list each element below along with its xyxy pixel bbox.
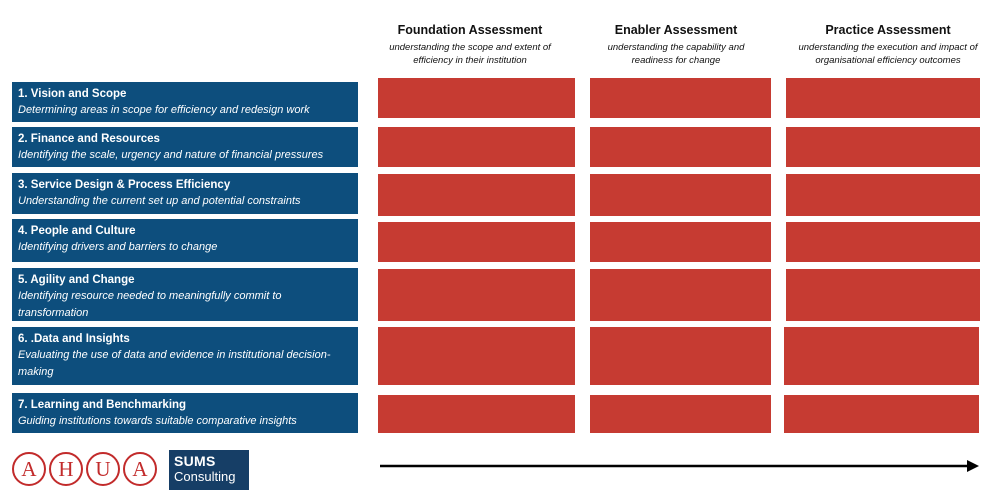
cell-data-enabler [590,327,771,385]
cell-finance-practice [786,127,980,167]
row-title: 3. Service Design & Process Efficiency [18,179,231,191]
cell-service-enabler [590,174,771,216]
sums-logo-line1: SUMS [174,453,216,469]
cell-service-practice [786,174,980,216]
row-title: 6. .Data and Insights [18,333,130,345]
column-subtitle: understanding the capability and readine… [607,42,745,66]
column-subtitle: understanding the scope and extent of ef… [389,42,551,66]
row-label-data-insights: 6. .Data and Insights Evaluating the use… [12,327,358,385]
row-title: 1. Vision and Scope [18,88,127,100]
column-subtitle: understanding the execution and impact o… [798,42,978,66]
cell-vision-foundation [378,78,575,118]
row-label-agility-change: 5. Agility and Change Identifying resour… [12,268,358,321]
column-title: Foundation Assessment [397,23,543,37]
cell-people-enabler [590,222,771,262]
cell-learning-practice [784,395,979,433]
row-description: Guiding institutions towards suitable co… [18,415,297,427]
ahua-letter: A [123,452,157,486]
column-header-practice: Practice Assessment understanding the ex… [780,22,996,67]
cell-vision-practice [786,78,980,118]
sums-logo-line2: Consulting [174,469,236,484]
cell-people-foundation [378,222,575,262]
cell-finance-foundation [378,127,575,167]
column-header-enabler: Enabler Assessment understanding the cap… [590,22,762,67]
row-title: 5. Agility and Change [18,274,135,286]
sums-consulting-logo: SUMS Consulting [169,450,249,490]
row-description: Determining areas in scope for efficienc… [18,104,310,116]
cell-vision-enabler [590,78,771,118]
row-description: Identifying drivers and barriers to chan… [18,241,218,253]
cell-finance-enabler [590,127,771,167]
cell-data-practice [784,327,979,385]
ahua-logo: A H U A [12,452,160,488]
cell-learning-enabler [590,395,771,433]
row-label-people-culture: 4. People and Culture Identifying driver… [12,219,358,262]
cell-service-foundation [378,174,575,216]
cell-learning-foundation [378,395,575,433]
row-label-vision-scope: 1. Vision and Scope Determining areas in… [12,82,358,122]
column-header-foundation: Foundation Assessment understanding the … [374,22,566,67]
progression-arrow-icon [380,460,979,472]
row-description: Identifying the scale, urgency and natur… [18,149,324,161]
cell-agility-enabler [590,269,771,321]
row-description: Identifying resource needed to meaningfu… [18,290,282,319]
column-title: Enabler Assessment [614,23,738,37]
row-label-learning-benchmarking: 7. Learning and Benchmarking Guiding ins… [12,393,358,433]
row-title: 4. People and Culture [18,225,136,237]
cell-data-foundation [378,327,575,385]
row-description: Understanding the current set up and pot… [18,195,301,207]
cell-agility-foundation [378,269,575,321]
row-title: 2. Finance and Resources [18,133,160,145]
row-description: Evaluating the use of data and evidence … [18,349,331,378]
cell-people-practice [786,222,980,262]
cell-agility-practice [786,269,980,321]
row-label-service-design: 3. Service Design & Process Efficiency U… [12,173,358,214]
row-label-finance-resources: 2. Finance and Resources Identifying the… [12,127,358,167]
column-title: Practice Assessment [825,23,951,37]
ahua-letter: A [12,452,46,486]
ahua-letter: U [86,452,120,486]
ahua-letter: H [49,452,83,486]
row-title: 7. Learning and Benchmarking [18,399,187,411]
